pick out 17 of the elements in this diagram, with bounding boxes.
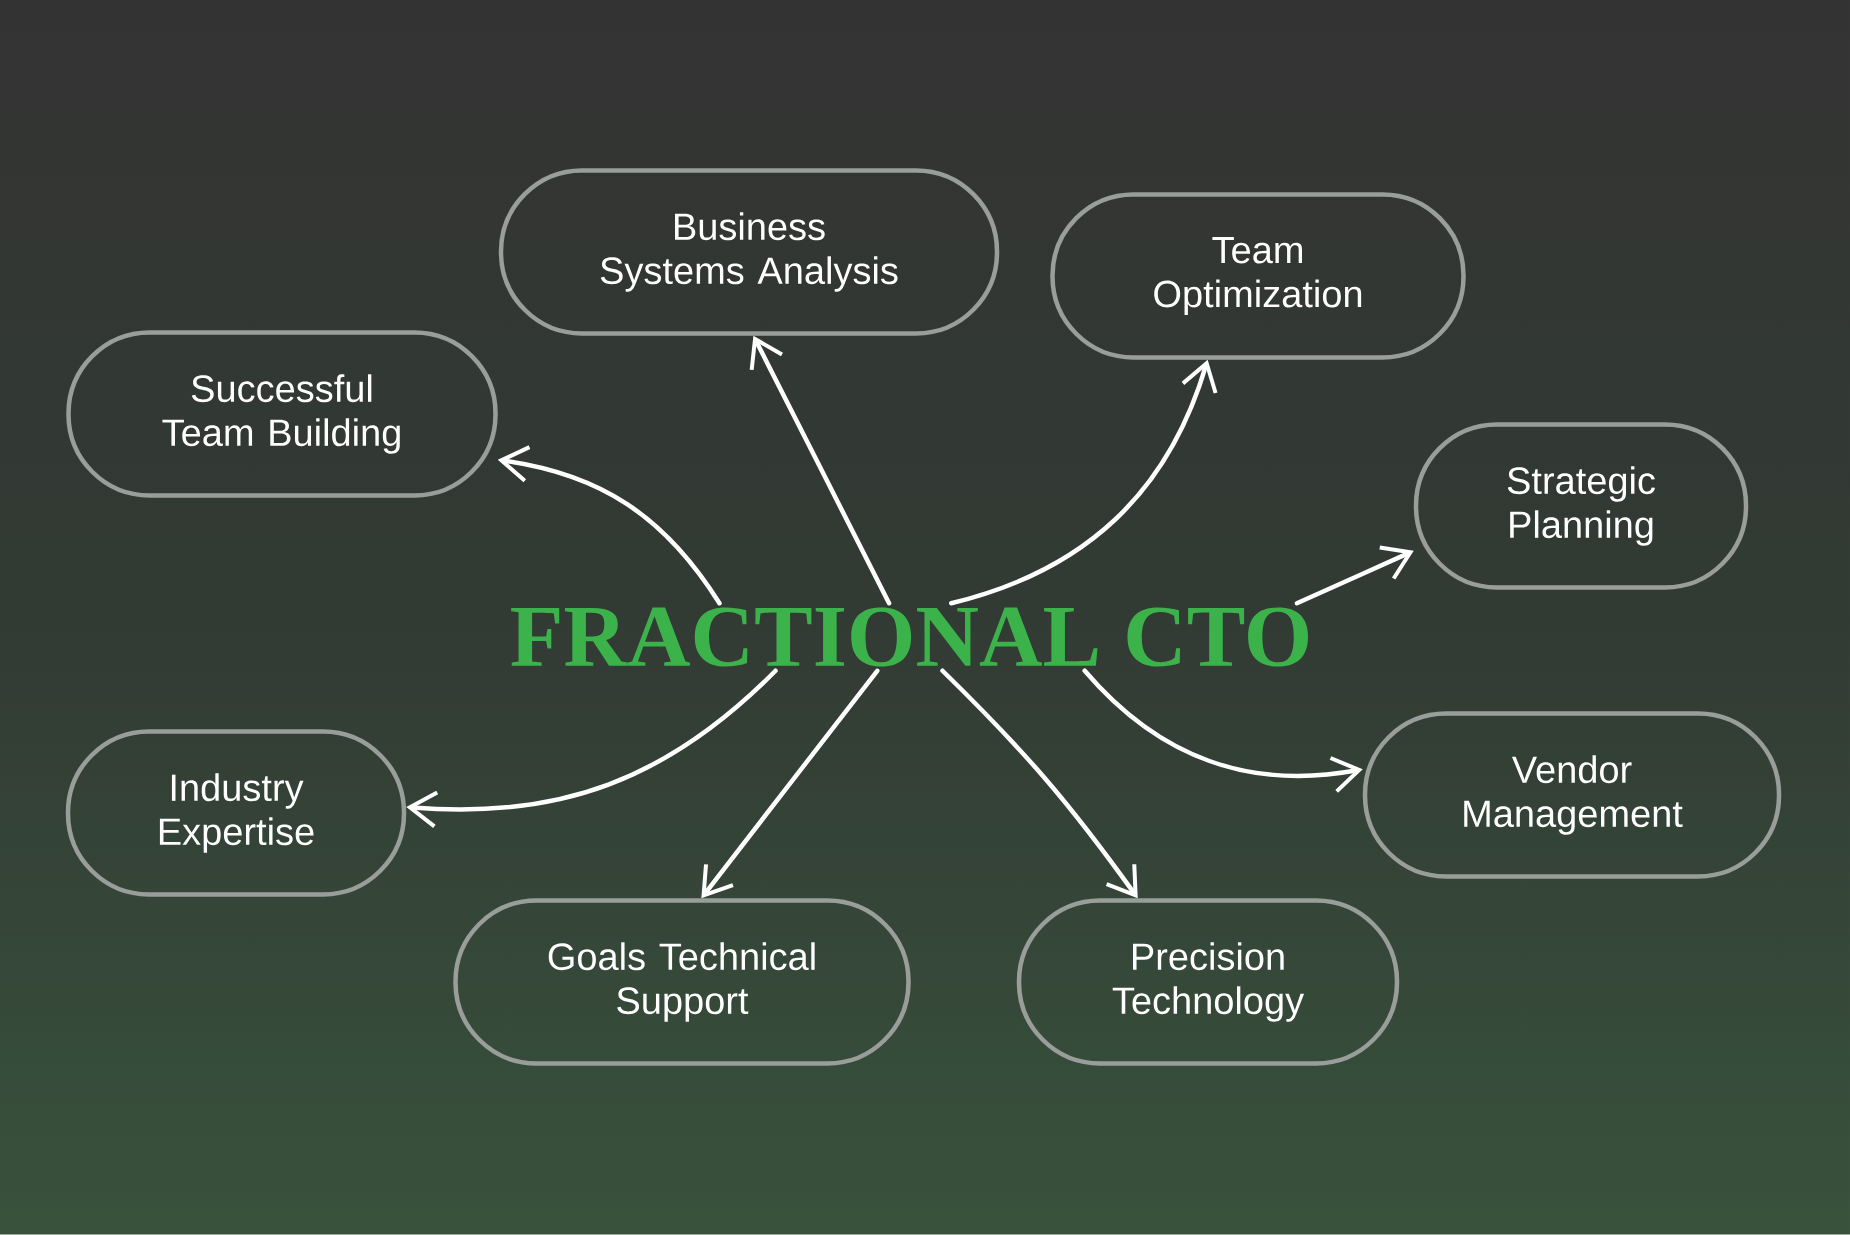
arrow: [949, 359, 1218, 606]
pill-box: Precision Technology: [1016, 898, 1400, 1066]
pill-box: Business Systems Analysis: [498, 168, 1000, 336]
arrow: [497, 445, 722, 606]
pill-box: Goals Technical Support: [453, 898, 911, 1066]
pill-box: Vendor Management: [1362, 711, 1782, 879]
arrow: [1082, 668, 1363, 793]
arrow: [406, 668, 778, 828]
arrow: [749, 335, 892, 606]
arrow: [1294, 545, 1414, 606]
pill-box: Strategic Planning: [1413, 422, 1749, 590]
arrow: [701, 668, 880, 899]
pill-box: Successful Team Building: [66, 330, 498, 498]
arrow: [940, 668, 1138, 899]
hub-title: FRACTIONAL CTO: [511, 607, 1308, 667]
pill-box: Industry Expertise: [65, 729, 407, 897]
pill-box: Team Optimization: [1050, 192, 1466, 360]
